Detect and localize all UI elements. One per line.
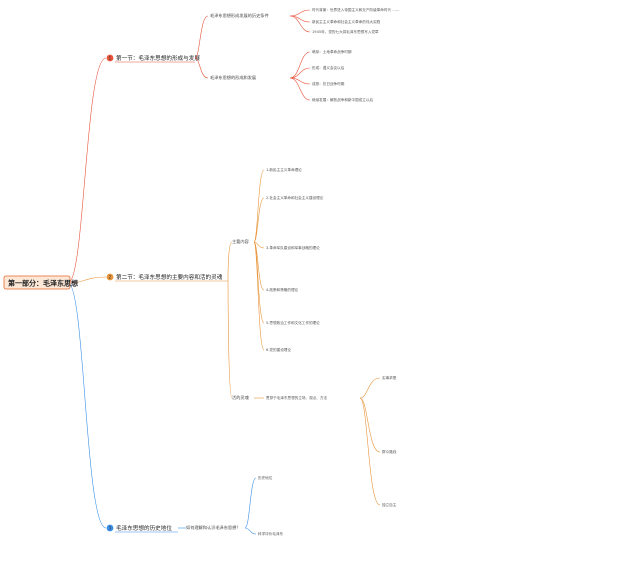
svg-text:群众路线: 群众路线 [382,449,397,454]
section-2-number-badge [106,273,114,281]
svg-text:4.政策和策略的理论: 4.政策和策略的理论 [266,287,299,292]
section-1[interactable]: 1 第一节：毛泽东思想的形成与发展 [106,54,201,63]
section-1-edges [194,9,311,101]
svg-text:3.革命军队建设和军事战略的理论: 3.革命军队建设和军事战略的理论 [266,245,320,250]
svg-text:活的灵魂: 活的灵魂 [232,394,249,401]
section-2[interactable]: 2 第二节：毛泽东思想的主要内容和活的灵魂 [106,273,228,282]
section-1-group-1[interactable]: 毛泽东思想形成发展的历史条件 时代背景：世界进入帝国主义和无产阶级革命时代 ……… [210,7,400,34]
section-3-label: 毛泽东思想的历史地位 [116,524,172,532]
section-2-label: 第二节：毛泽东思想的主要内容和活的灵魂 [116,273,223,281]
section-1-group-2[interactable]: 毛泽东思想的形成和发展 萌芽：土地革命战争时期 形成：遵义会议以后 成熟：抗日战… [210,49,373,102]
section-2-group-main[interactable]: 主要内容 1.新民主主义革命理论 2.社会主义革命和社会主义建设理论 3.革命军… [232,167,324,352]
svg-text:萌芽：土地革命战争时期: 萌芽：土地革命战争时期 [312,49,352,54]
svg-text:毛泽东思想形成发展的历史条件: 毛泽东思想形成发展的历史条件 [210,12,269,19]
svg-text:成熟：抗日战争时期: 成熟：抗日战争时期 [312,81,345,86]
svg-text:形成：遵义会议以后: 形成：遵义会议以后 [312,65,345,70]
svg-text:主要内容: 主要内容 [232,238,249,245]
svg-text:贯穿于毛泽东思想的立场、观点、方法: 贯穿于毛泽东思想的立场、观点、方法 [266,395,327,400]
svg-text:继续发展：解放战争和新中国成立以后: 继续发展：解放战争和新中国成立以后 [312,97,373,102]
svg-text:如何理解和认识毛泽东思想？: 如何理解和认识毛泽东思想？ [186,524,240,531]
svg-text:独立自主: 独立自主 [382,502,397,507]
section-3[interactable]: 3 毛泽东思想的历史地位 [106,524,178,533]
section-1-number: 1 [109,56,112,62]
svg-text:历史地位: 历史地位 [258,475,273,480]
section-2-number: 2 [109,275,112,281]
svg-text:2.社会主义革命和社会主义建设理论: 2.社会主义革命和社会主义建设理论 [266,195,324,200]
section-3-number: 3 [109,526,112,532]
svg-text:1.新民主主义革命理论: 1.新民主主义革命理论 [266,167,302,172]
svg-text:1945年，党的七大将毛泽东思想写入党章: 1945年，党的七大将毛泽东思想写入党章 [312,29,379,34]
section-2-edges [227,169,381,506]
section-1-number-badge [106,54,114,62]
section-3-number-badge [106,524,114,532]
section-2-group-soul[interactable]: 活的灵魂 贯穿于毛泽东思想的立场、观点、方法 实事求是 群众路线 独立自主 [232,375,397,507]
svg-text:新民主主义革命和社会主义革命的伟大实践: 新民主主义革命和社会主义革命的伟大实践 [312,19,381,24]
svg-text:科学评价毛泽东: 科学评价毛泽东 [258,531,284,536]
section-1-label: 第一节：毛泽东思想的形成与发展 [116,54,200,62]
svg-text:时代背景：世界进入帝国主义和无产阶级革命时代 ……: 时代背景：世界进入帝国主义和无产阶级革命时代 …… [312,7,400,12]
root-label: 第一部分：毛泽东思想 [8,279,78,288]
section-3-group[interactable]: 如何理解和认识毛泽东思想？ 历史地位 科学评价毛泽东 [186,475,284,536]
svg-text:5.思想政治工作和文化工作的理论: 5.思想政治工作和文化工作的理论 [266,320,320,325]
svg-text:6.党的建设理论: 6.党的建设理论 [266,347,291,352]
root-node[interactable]: 第一部分：毛泽东思想 [3,275,78,290]
section-3-edges [178,477,257,535]
svg-text:实事求是: 实事求是 [382,375,397,380]
svg-text:毛泽东思想的形成和发展: 毛泽东思想的形成和发展 [210,74,257,81]
root-edges [67,57,107,529]
